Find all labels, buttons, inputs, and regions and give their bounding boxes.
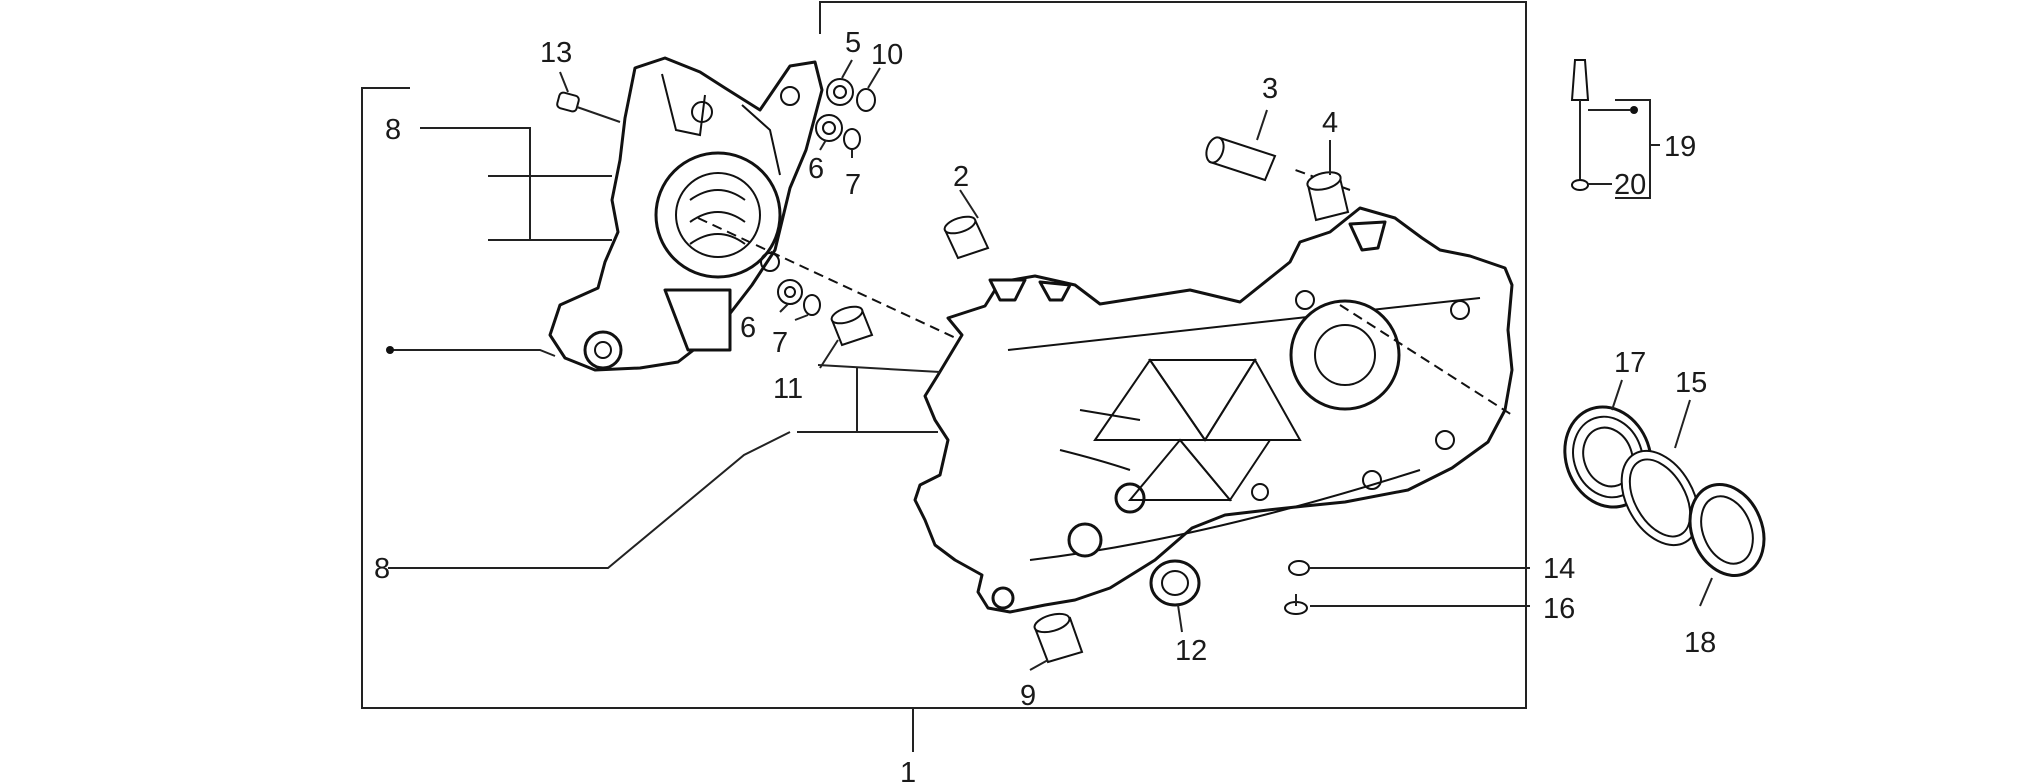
callout-4: 4 [1322, 107, 1338, 139]
callout-18: 18 [1684, 627, 1716, 659]
left-crankcase-half [548, 56, 824, 372]
part-19-dipstick [1570, 59, 1590, 191]
callout-16: 16 [1543, 593, 1575, 625]
leader-dots [386, 106, 1638, 354]
part-8-studs-lower [797, 364, 941, 433]
part-13-bolt [556, 91, 621, 123]
part-6-nut-lower [777, 279, 803, 305]
part-5-nut [826, 78, 854, 106]
alignment-lines [697, 167, 1513, 416]
leader-lines [388, 59, 1713, 671]
callout-7-lower: 7 [772, 327, 788, 359]
part-10-washer [856, 88, 876, 112]
callout-9: 9 [1020, 680, 1036, 712]
callout-3: 3 [1262, 73, 1278, 105]
callout-20: 20 [1614, 169, 1646, 201]
callout-13: 13 [540, 37, 572, 69]
part-18-oil-seal [1688, 482, 1766, 578]
callout-10: 10 [871, 39, 903, 71]
part-7-washer-upper [843, 128, 861, 150]
callout-15: 15 [1675, 367, 1707, 399]
right-crankcase-half [913, 206, 1514, 614]
callout-17: 17 [1614, 347, 1646, 379]
part-3-pin [1205, 136, 1277, 182]
assembly-bracket [361, 1, 1527, 752]
part-14-cap [1288, 560, 1310, 576]
part-7-washer-lower [803, 294, 821, 316]
callout-11: 11 [773, 373, 803, 405]
callout-14: 14 [1543, 553, 1575, 585]
part-4-bushing [1306, 171, 1350, 222]
callout-1: 1 [900, 757, 916, 784]
callout-8-lower: 8 [374, 553, 390, 585]
callout-labels: 1 2 3 4 5 10 6 7 6 7 8 8 9 11 12 13 14 1… [374, 27, 1716, 784]
callout-19: 19 [1664, 131, 1696, 163]
callout-6-upper: 6 [808, 153, 824, 185]
part-11-dowel [830, 305, 874, 347]
callout-8-upper: 8 [385, 114, 401, 146]
part-12-roller-bearing [1149, 559, 1201, 607]
callout-12: 12 [1175, 635, 1207, 667]
callout-6-lower: 6 [740, 312, 756, 344]
callout-7-upper: 7 [845, 169, 861, 201]
part-16-screw [1284, 594, 1308, 615]
part-9-bushing [1033, 612, 1084, 664]
callout-2: 2 [953, 161, 969, 193]
part-8-studs-upper [488, 175, 612, 241]
part-6-nut-upper [815, 114, 843, 142]
callout-5: 5 [845, 27, 861, 59]
part-2-dowel [943, 215, 990, 260]
part-15-circlip [1620, 449, 1700, 547]
